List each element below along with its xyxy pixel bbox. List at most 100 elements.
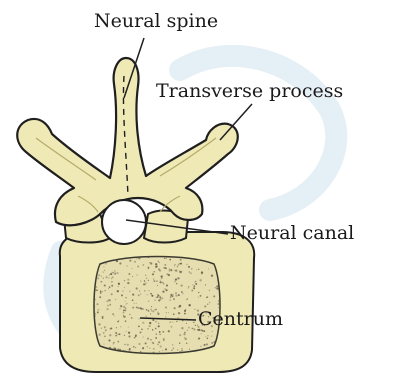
stipple-dot [125, 301, 126, 302]
stipple-dot [156, 297, 157, 298]
stipple-dot [102, 318, 103, 319]
stipple-dot [142, 322, 144, 324]
stipple-dot [145, 342, 147, 344]
stipple-dot [147, 294, 148, 295]
stipple-dot [148, 290, 149, 291]
stipple-dot [159, 262, 160, 263]
stipple-dot [158, 341, 160, 343]
stipple-dot [196, 269, 197, 270]
stipple-dot [101, 281, 103, 283]
stipple-dot [129, 350, 131, 352]
label-transverse-process: Transverse process [156, 82, 343, 101]
stipple-dot [174, 281, 176, 283]
stipple-dot [108, 277, 109, 278]
stipple-dot [123, 310, 125, 312]
stipple-dot [137, 266, 139, 268]
stipple-dot [195, 281, 196, 282]
stipple-dot [169, 268, 171, 270]
stipple-dot [137, 307, 139, 309]
stipple-dot [179, 305, 181, 307]
stipple-dot [97, 277, 99, 279]
stipple-dot [138, 343, 140, 345]
stipple-dot [150, 313, 151, 314]
stipple-dot [193, 285, 195, 287]
stipple-dot [184, 337, 185, 338]
stipple-dot [140, 351, 142, 353]
stipple-dot [143, 264, 145, 266]
stipple-dot [207, 338, 209, 340]
stipple-dot [150, 339, 152, 341]
stipple-dot [120, 305, 122, 307]
stipple-dot [98, 323, 100, 325]
stipple-dot [124, 335, 125, 336]
stipple-dot [135, 347, 136, 348]
stipple-dot [103, 272, 104, 273]
stipple-dot [153, 278, 154, 279]
stipple-dot [188, 266, 190, 268]
stipple-dot [133, 346, 135, 348]
stipple-dot [186, 342, 188, 344]
stipple-dot [174, 264, 176, 266]
stipple-dot [105, 329, 107, 331]
stipple-dot [129, 348, 131, 350]
stipple-dot [145, 316, 147, 318]
stipple-dot [209, 302, 211, 304]
stipple-dot [120, 326, 121, 327]
stipple-dot [125, 320, 127, 322]
stipple-dot [105, 262, 107, 264]
stipple-dot [118, 321, 119, 322]
stipple-dot [139, 331, 141, 333]
stipple-dot [106, 300, 108, 302]
stipple-dot [140, 280, 141, 281]
stipple-dot [119, 349, 121, 351]
stipple-dot [123, 350, 125, 352]
stipple-dot [114, 347, 116, 349]
stipple-dot [104, 326, 106, 328]
stipple-dot [193, 328, 194, 329]
stipple-dot [151, 310, 152, 311]
stipple-dot [159, 270, 161, 272]
stipple-dot [108, 339, 110, 341]
stipple-dot [139, 290, 140, 291]
stipple-dot [166, 284, 168, 286]
stipple-dot [124, 309, 126, 311]
stipple-dot [106, 276, 108, 278]
stipple-dot [153, 348, 155, 350]
stipple-dot [118, 286, 119, 287]
label-neural-spine: Neural spine [94, 12, 218, 31]
stipple-dot [134, 337, 136, 339]
stipple-dot [111, 278, 113, 280]
centrum-face [94, 257, 220, 354]
stipple-dot [123, 315, 124, 316]
stipple-dot [169, 270, 171, 272]
stipple-dot [118, 283, 120, 285]
stipple-dot [158, 323, 159, 324]
stipple-dot [180, 263, 182, 265]
stipple-dot [158, 295, 160, 297]
stipple-dot [173, 294, 174, 295]
stipple-dot [174, 307, 176, 309]
stipple-dot [113, 342, 115, 344]
stipple-dot [213, 341, 215, 343]
stipple-dot [138, 318, 139, 319]
stipple-dot [97, 311, 99, 313]
stipple-dot [140, 293, 141, 294]
label-neural-canal: Neural canal [230, 224, 354, 243]
stipple-dot [191, 268, 192, 269]
stipple-dot [103, 332, 105, 334]
stipple-dot [143, 336, 144, 337]
stipple-dot [168, 330, 170, 332]
stipple-dot [213, 295, 215, 297]
stipple-dot [114, 272, 116, 274]
stipple-dot [149, 325, 151, 327]
stipple-dot [156, 309, 157, 310]
stipple-dot [136, 307, 137, 308]
stipple-dot [148, 310, 149, 311]
stipple-dot [203, 330, 205, 332]
stipple-dot [162, 298, 163, 299]
stipple-dot [189, 304, 191, 306]
stipple-dot [155, 266, 157, 268]
stipple-dot [101, 328, 102, 329]
stipple-dot [160, 334, 161, 335]
stipple-dot [152, 329, 153, 330]
